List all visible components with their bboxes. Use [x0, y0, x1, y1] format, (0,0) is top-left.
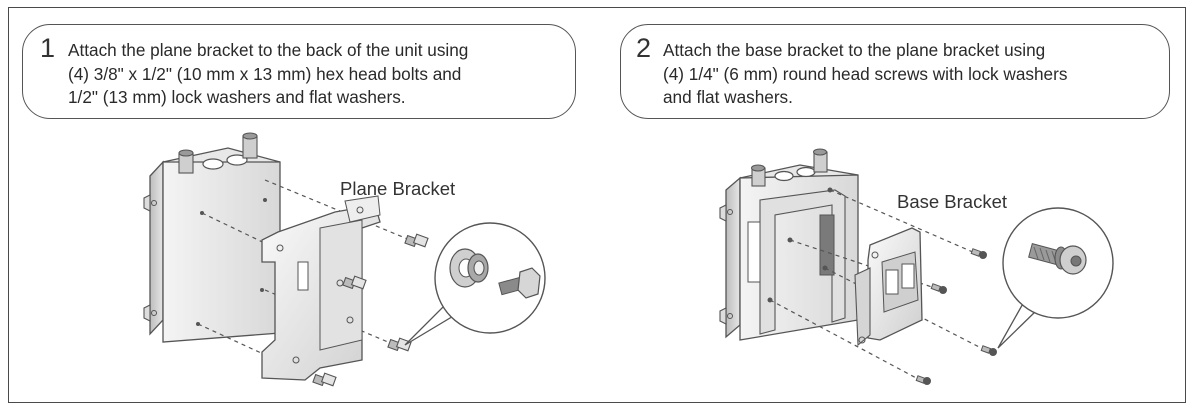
- antenna-connector-icon: [242, 132, 258, 159]
- hex-bolt-icon: [387, 337, 412, 352]
- antenna-connector-icon: [751, 164, 766, 187]
- plane-bracket: [261, 195, 381, 381]
- screw-detail-callout: [997, 207, 1114, 349]
- lock-washer-icon: [467, 253, 489, 283]
- step-1-number: 1: [40, 33, 56, 63]
- diagram-frame: [8, 7, 1186, 403]
- round-head-screw-icon: [970, 248, 987, 259]
- step-2-callout: 2 Attach the base bracket to the plane b…: [620, 24, 1170, 119]
- step-1-callout: 1 Attach the plane bracket to the back o…: [22, 24, 576, 119]
- step-2-text: Attach the base bracket to the plane bra…: [663, 40, 1068, 107]
- round-head-screw-icon: [915, 375, 931, 385]
- unit-2: [719, 148, 859, 341]
- step-1-text: Attach the plane bracket to the back of …: [68, 40, 469, 107]
- hardware-detail-callout: [404, 222, 546, 346]
- round-head-screw-icon: [980, 345, 997, 356]
- round-head-screw-icon: [930, 283, 947, 294]
- base-bracket: [854, 227, 923, 347]
- round-head-screw-icon: [1028, 243, 1087, 275]
- base-bracket-label: Base Bracket: [897, 191, 1008, 212]
- hex-bolt-icon: [498, 267, 541, 299]
- hex-bolt-icon: [404, 233, 429, 248]
- unit-1: [143, 132, 281, 343]
- antenna-connector-icon: [813, 148, 828, 173]
- plane-bracket-label: Plane Bracket: [340, 178, 456, 199]
- hex-bolt-icon: [312, 372, 337, 387]
- antenna-connector-icon: [178, 149, 194, 174]
- hex-bolt-icon: [342, 275, 367, 290]
- step-2-number: 2: [636, 33, 652, 63]
